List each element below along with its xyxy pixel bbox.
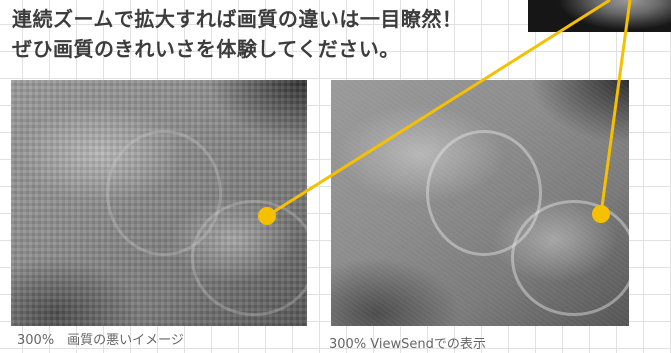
headline-line-2: ぜひ画質のきれいさを体験してください。 (12, 37, 400, 61)
caption-low-quality: 300% 画質の悪いイメージ (17, 333, 184, 348)
zoom-source-thumbnail (528, 0, 671, 32)
bone-contour (106, 130, 222, 256)
viewsend-xray-image (331, 80, 629, 326)
bone-contour (511, 200, 629, 316)
bone-contour (191, 200, 307, 316)
caption-viewsend: 300% ViewSendでの表示 (329, 337, 486, 352)
low-quality-xray-image (11, 80, 307, 326)
headline-line-1: 連続ズームで拡大すれば画質の違いは一目瞭然！ (12, 7, 463, 31)
